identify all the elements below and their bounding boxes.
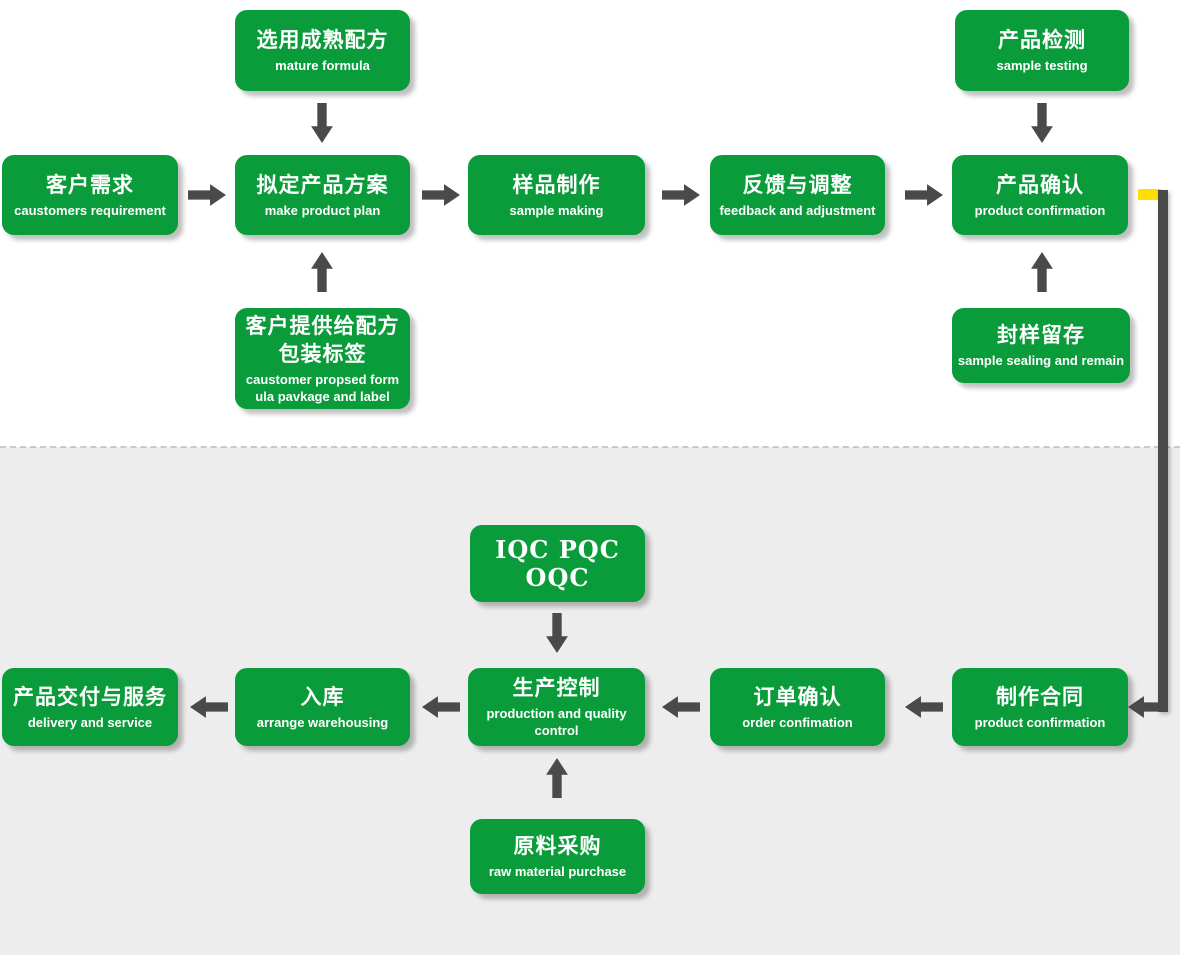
node-label-en: sample making	[509, 202, 604, 218]
flow-node-order-confirmation: 订单确认 order confimation	[710, 668, 885, 746]
flow-node-sample-making: 样品制作 sample making	[468, 155, 645, 235]
node-label-cn: 产品交付与服务	[13, 685, 167, 709]
flow-node-product-testing: 产品检测 sample testing	[955, 10, 1129, 91]
flow-node-delivery-service: 产品交付与服务 delivery and service	[2, 668, 178, 746]
flow-node-make-contract: 制作合同 product confirmation	[952, 668, 1128, 746]
node-label-en: arrange warehousing	[256, 714, 389, 730]
node-label-cn: 制作合同	[996, 685, 1084, 709]
node-label-en: product confirmation	[974, 714, 1106, 730]
flow-node-mature-formula: 选用成熟配方 mature formula	[235, 10, 410, 91]
node-label-en: product confirmation	[974, 202, 1106, 218]
node-label-en-line2: ula pavkage and label	[255, 388, 390, 404]
flow-node-product-confirmation: 产品确认 product confirmation	[952, 155, 1128, 235]
node-label-en: feedback and adjustment	[719, 202, 876, 218]
node-label-cn: 反馈与调整	[742, 173, 853, 197]
node-label-en: raw material purchase	[488, 864, 627, 879]
node-label-cn: 客户提供给配方	[245, 314, 400, 338]
node-label-en: caustomers requirement	[14, 202, 166, 218]
arrow-right-icon	[188, 184, 226, 206]
node-label-cn: 入库	[300, 685, 345, 709]
arrow-right-icon	[422, 184, 460, 206]
node-label-en: caustomer propsed form	[245, 371, 400, 387]
node-label-cn: 生产控制	[512, 677, 601, 700]
arrow-up-icon	[1031, 252, 1053, 292]
node-label-cn-line2: 包装标签	[278, 342, 367, 366]
node-label-en: order confimation	[742, 714, 853, 730]
node-label-cn: IQC PQC OQC	[495, 534, 620, 592]
node-label-en: delivery and service	[27, 714, 153, 730]
node-label-cn: 选用成熟配方	[256, 29, 389, 52]
node-label-cn: 订单确认	[753, 685, 842, 709]
flow-node-production-control: 生产控制 production and quality control	[468, 668, 645, 746]
arrow-down-icon	[1031, 103, 1053, 143]
node-label-en: production and quality control	[486, 706, 627, 738]
flow-node-iqc-pqc-oqc: IQC PQC OQC	[470, 525, 645, 602]
flow-node-customer-requirement: 客户需求 caustomers requirement	[2, 155, 178, 235]
node-label-cn: 封样留存	[997, 324, 1085, 347]
flow-node-feedback-adjustment: 反馈与调整 feedback and adjustment	[710, 155, 885, 235]
node-label-cn: 产品检测	[998, 29, 1086, 52]
arrow-right-icon	[905, 184, 943, 206]
node-label-en: make product plan	[264, 202, 381, 218]
node-label-en: sample testing	[996, 58, 1088, 73]
node-label-cn: 原料采购	[513, 835, 602, 858]
node-label-cn: 拟定产品方案	[256, 173, 389, 197]
node-label-en: mature formula	[275, 58, 370, 73]
arrow-up-icon	[311, 252, 333, 292]
node-label-en: sample sealing and remain	[957, 353, 1125, 368]
node-label-cn: 产品确认	[996, 173, 1084, 197]
flow-node-warehousing: 入库 arrange warehousing	[235, 668, 410, 746]
arrow-down-icon	[311, 103, 333, 143]
flow-node-raw-material: 原料采购 raw material purchase	[470, 819, 645, 894]
node-label-cn: 客户需求	[46, 173, 134, 197]
flow-node-customer-formula: 客户提供给配方 包装标签 caustomer propsed form ula …	[235, 308, 410, 409]
connector-start-yellow-segment	[1138, 189, 1161, 200]
section-divider	[0, 446, 1180, 448]
connector-vertical-line	[1158, 190, 1168, 712]
flow-node-sample-sealing: 封样留存 sample sealing and remain	[952, 308, 1130, 383]
node-label-cn: 样品制作	[512, 173, 601, 197]
flow-node-make-product-plan: 拟定产品方案 make product plan	[235, 155, 410, 235]
arrow-right-icon	[662, 184, 700, 206]
